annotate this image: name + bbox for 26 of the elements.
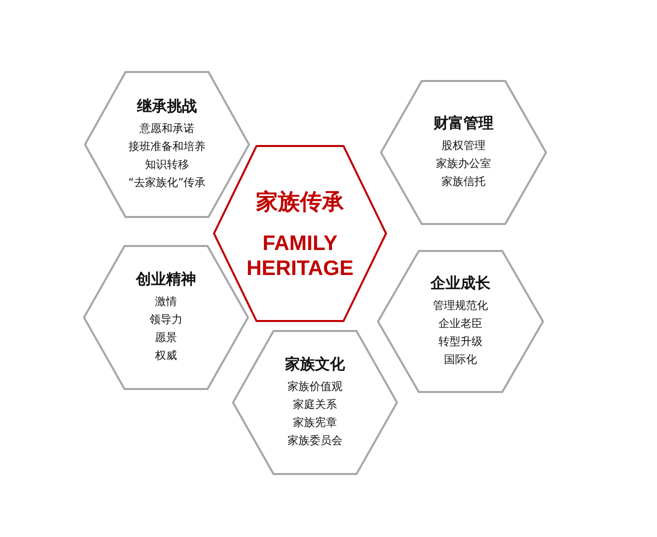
item-text: 家族宪章	[293, 415, 337, 431]
item-text: 知识转移	[145, 157, 189, 173]
item-text: 愿景	[155, 330, 177, 346]
item-text: 家庭关系	[293, 397, 337, 413]
item-text: 股权管理	[442, 138, 486, 154]
heading-text: 创业精神	[136, 270, 196, 289]
item-text: 激情	[155, 294, 177, 310]
item-text: 转型升级	[438, 334, 482, 350]
item-text: 国际化	[444, 352, 477, 368]
heading-text: 家族文化	[285, 355, 345, 374]
item-text: 家族价值观	[288, 379, 342, 395]
item-text: 家族信托	[442, 174, 486, 190]
subtitle-text: FAMILY HERITAGE	[246, 230, 354, 280]
item-text: 企业老臣	[438, 316, 482, 332]
item-text: “去家族化”传承	[128, 175, 206, 191]
heading-text: 继承挑战	[137, 97, 197, 116]
item-text: 领导力	[150, 312, 182, 328]
item-text: 意愿和承诺	[140, 121, 194, 137]
item-text: 接班准备和培养	[128, 139, 206, 155]
item-text: 家族委员会	[288, 433, 342, 449]
heading-text: 企业成长	[430, 274, 490, 293]
title-text: 家族传承	[256, 188, 344, 216]
item-text: 家族办公室	[436, 156, 491, 172]
item-text: 权威	[155, 348, 177, 364]
heading-text: 财富管理	[434, 114, 494, 133]
item-text: 管理规范化	[433, 298, 488, 314]
